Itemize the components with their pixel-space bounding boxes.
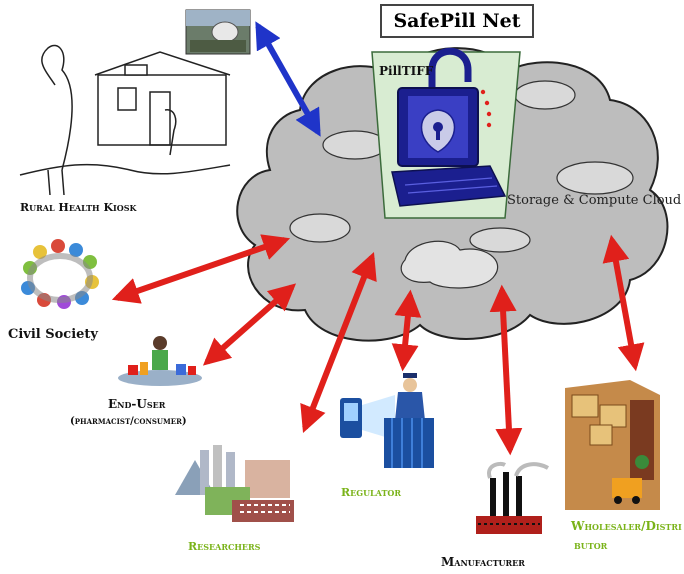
rural-health-kiosk-label: Rural Health Kiosk: [20, 201, 137, 214]
cloud-label: Storage & Compute Cloud: [507, 193, 682, 208]
arrow-researchers: [300, 251, 377, 434]
end-user-label: End-User: [108, 397, 166, 411]
researchers-label: Researchers: [188, 540, 261, 553]
keyboard-icon: [391, 165, 507, 207]
keyhole-icon: [433, 122, 443, 132]
regulator-icon: [340, 373, 434, 468]
regulator-label: Regulator: [341, 486, 402, 499]
connection-arrows: [111, 21, 645, 456]
cloud-puff: [514, 80, 576, 110]
cloud-puff: [400, 240, 499, 289]
end-user-sublabel: (pharmacist/consumer): [70, 416, 187, 427]
arrow-manufacturer: [489, 284, 523, 456]
researchers-icon: [175, 445, 294, 522]
satellite-dish-image: [185, 9, 251, 55]
wholesaler-label-line2: butor: [574, 539, 608, 552]
civil-society-icon: [21, 239, 99, 309]
rural-health-kiosk-sketch: [19, 44, 231, 196]
padlock-shackle: [428, 47, 472, 100]
pilltiff-logo: [371, 47, 521, 219]
arrow-wholesaler: [602, 234, 645, 372]
arrow-end-user: [202, 283, 297, 366]
arrow-civil-society: [111, 234, 291, 304]
cloud-puff: [289, 213, 351, 243]
cloud-puff: [556, 161, 634, 195]
diagram-title: SafePill Net: [380, 4, 534, 38]
arrow-rural-kiosk: [255, 21, 321, 137]
wholesaler-distributor-icon: [565, 380, 660, 510]
manufacturer-label: Manufacturer: [441, 555, 525, 569]
cloud-puff: [469, 227, 531, 253]
manufacturer-icon: [476, 461, 550, 534]
cloud-puff: [322, 130, 388, 160]
wholesaler-label-line1: Wholesaler/Distri: [571, 519, 682, 533]
civil-society-label: Civil Society: [8, 327, 98, 342]
end-user-icon: [118, 336, 202, 386]
pilltiff-label: PillTIFF: [379, 64, 434, 78]
arrow-regulator: [391, 289, 422, 372]
